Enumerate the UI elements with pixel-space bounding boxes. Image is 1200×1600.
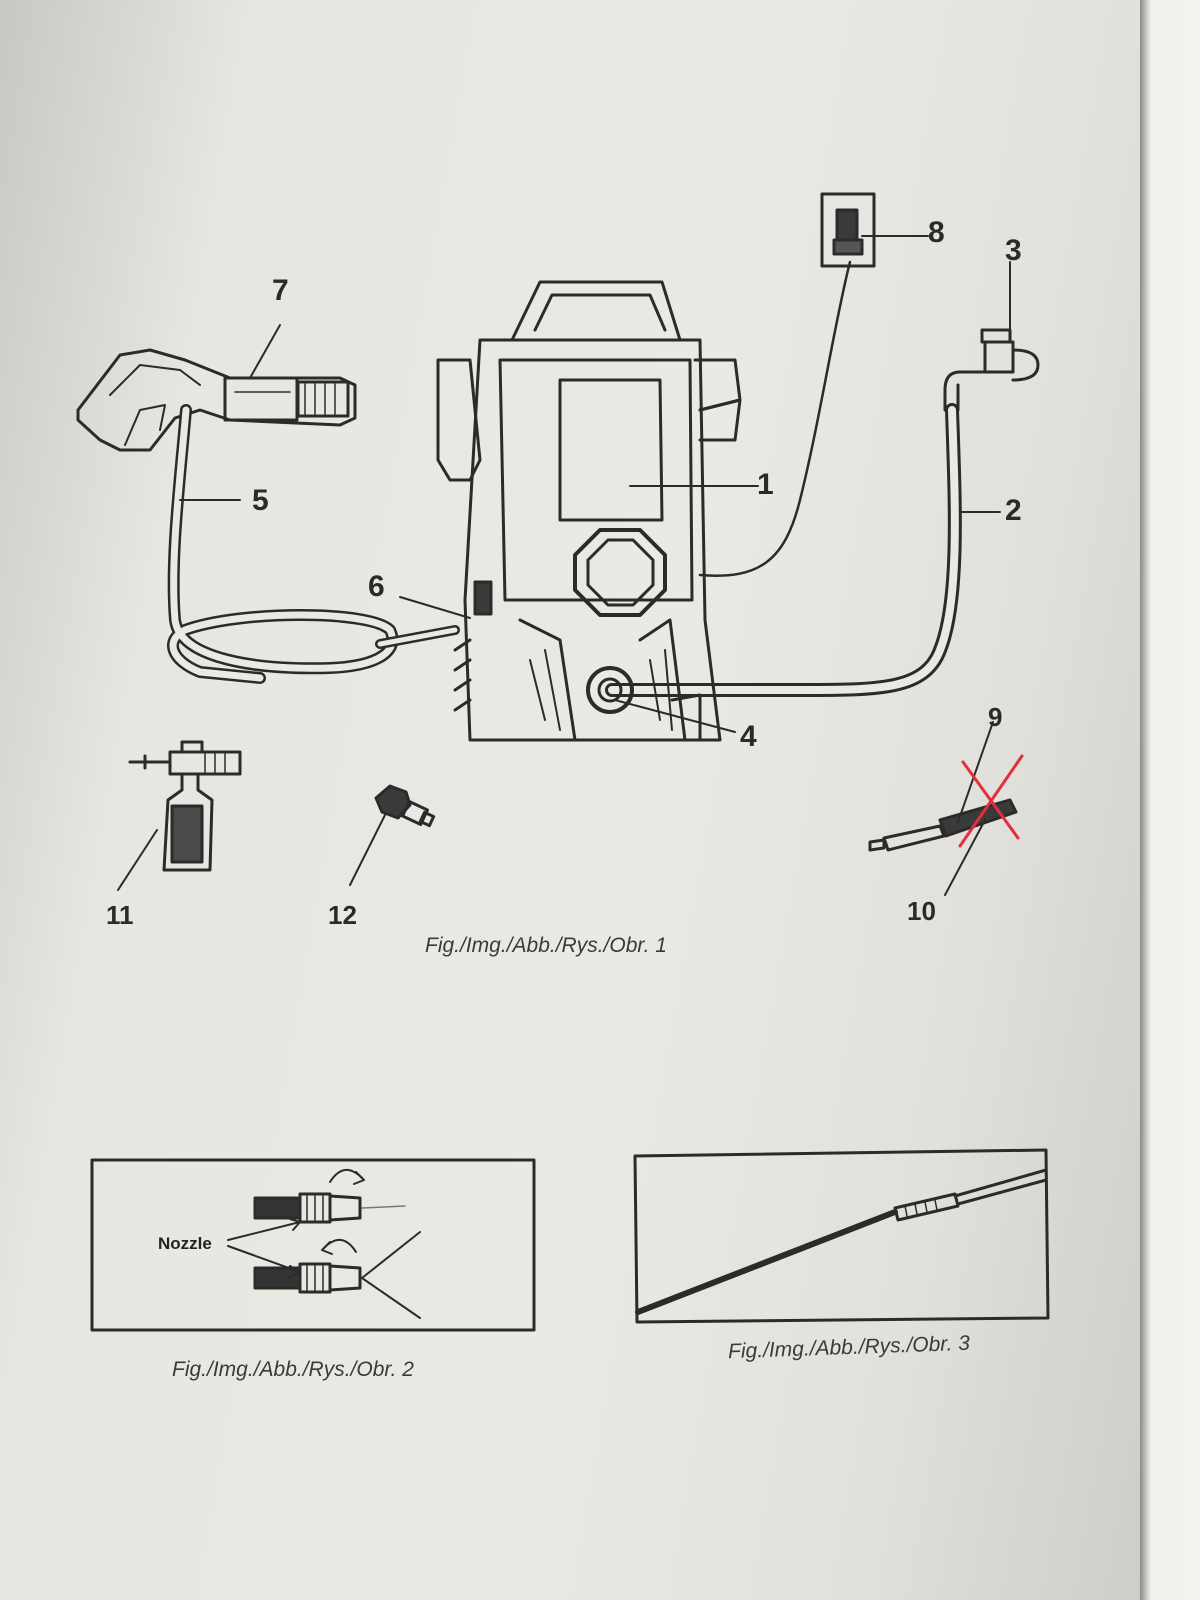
water-tap-icon	[943, 261, 1040, 412]
adapter-icon	[374, 784, 436, 828]
callout-line-10	[944, 819, 986, 896]
manual-page	[0, 0, 1140, 1600]
callout-7: 7	[272, 274, 289, 307]
crossed-out-mark-icon	[958, 754, 1024, 848]
foam-bottle-icon	[128, 740, 242, 872]
spray-gun-icon	[76, 348, 357, 452]
figure2-box	[90, 1158, 536, 1332]
callout-2: 2	[1005, 494, 1022, 527]
callout-line-9	[957, 721, 994, 823]
callout-9: 9	[988, 702, 1003, 732]
callout-line-4	[614, 699, 736, 733]
callout-line-7	[249, 324, 281, 379]
pressure-washer-icon	[436, 280, 742, 742]
figure1-caption: Fig./Img./Abb./Rys./Obr. 1	[425, 934, 667, 957]
callout-line-11	[117, 829, 158, 891]
callout-11: 11	[106, 900, 134, 930]
figure2-caption: Fig./Img./Abb./Rys./Obr. 2	[172, 1358, 414, 1381]
nozzle-label: Nozzle	[158, 1234, 212, 1253]
callout-line-12	[349, 814, 386, 886]
callout-6: 6	[368, 570, 385, 603]
callout-4: 4	[740, 720, 757, 753]
wall-socket-icon	[820, 192, 876, 268]
callout-5: 5	[252, 484, 269, 517]
callout-10: 10	[907, 896, 936, 926]
figure3-box	[633, 1148, 1050, 1324]
callout-12: 12	[328, 900, 357, 930]
callout-3: 3	[1005, 234, 1022, 267]
power-cord	[698, 260, 852, 577]
callout-line-6	[399, 596, 471, 619]
inlet-hose	[608, 406, 959, 694]
callout-8: 8	[928, 216, 945, 249]
next-page-edge	[1140, 0, 1200, 1600]
outlet-hose	[167, 404, 460, 684]
callout-1: 1	[757, 468, 774, 501]
